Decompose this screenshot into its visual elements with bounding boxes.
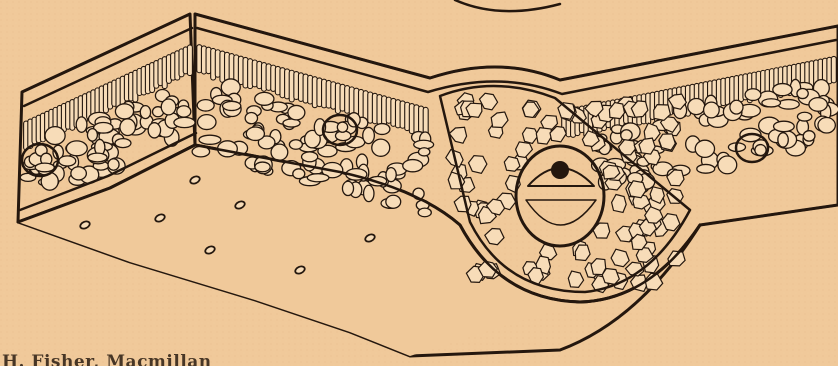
spongy-cell bbox=[386, 195, 401, 208]
spongy-cell bbox=[697, 164, 715, 173]
spongy-cell bbox=[71, 167, 87, 180]
spongy-cell bbox=[803, 131, 815, 141]
spongy-cell bbox=[161, 99, 176, 115]
spongy-cell bbox=[797, 88, 808, 98]
spongy-cell bbox=[45, 127, 65, 145]
spongy-cell bbox=[148, 123, 160, 138]
spongy-cell bbox=[418, 208, 431, 217]
spongy-cell bbox=[140, 106, 150, 119]
spongy-cell bbox=[59, 156, 76, 166]
spongy-cell bbox=[198, 115, 216, 130]
spongy-cell bbox=[342, 181, 353, 195]
spongy-cell bbox=[221, 79, 240, 96]
spongy-cell bbox=[730, 100, 743, 114]
spongy-cell bbox=[76, 117, 87, 132]
spongy-cell bbox=[87, 129, 97, 142]
spongy-cell bbox=[307, 174, 329, 182]
spongy-cell bbox=[762, 99, 781, 107]
spongy-cell bbox=[337, 122, 347, 132]
spongy-cell bbox=[245, 112, 257, 123]
spongy-cell bbox=[386, 168, 396, 182]
spongy-cell bbox=[222, 101, 240, 110]
midrib-cell bbox=[575, 245, 590, 261]
spongy-cell bbox=[809, 98, 827, 112]
spongy-cell bbox=[403, 160, 423, 172]
spongy-cell bbox=[363, 127, 375, 143]
palisade-cell bbox=[187, 45, 192, 76]
spongy-cell bbox=[773, 84, 792, 96]
spongy-cell bbox=[374, 124, 390, 135]
spongy-cell bbox=[199, 135, 221, 144]
spongy-cell bbox=[35, 163, 54, 172]
spongy-cell bbox=[174, 117, 195, 127]
spongy-cell bbox=[108, 159, 119, 171]
spongy-cell bbox=[177, 106, 191, 117]
spongy-cell bbox=[88, 153, 107, 162]
figure-caption: H. Fisher, Macmillan bbox=[2, 352, 212, 366]
spongy-cell bbox=[115, 139, 131, 148]
spongy-cell bbox=[774, 121, 795, 131]
spongy-cell bbox=[704, 102, 720, 118]
spongy-cell bbox=[197, 100, 214, 111]
spongy-cell bbox=[778, 133, 788, 147]
spongy-cell bbox=[120, 119, 136, 136]
spongy-cell bbox=[246, 127, 264, 140]
spongy-cell bbox=[372, 139, 390, 156]
palisade-cell bbox=[831, 56, 836, 82]
midrib-cell bbox=[504, 157, 520, 172]
spongy-cell bbox=[66, 141, 87, 156]
spongy-cell bbox=[288, 105, 305, 119]
spongy-cell bbox=[797, 112, 811, 121]
midrib-cell bbox=[628, 181, 646, 198]
spongy-cell bbox=[755, 145, 766, 156]
spongy-cell bbox=[255, 92, 274, 105]
spongy-cell bbox=[418, 148, 429, 156]
spongy-cell bbox=[255, 162, 270, 172]
spongy-cell bbox=[115, 104, 133, 119]
spongy-cell bbox=[302, 152, 318, 162]
midrib-cell bbox=[659, 134, 675, 150]
spongy-cell bbox=[778, 100, 799, 110]
spongy-cell bbox=[818, 118, 835, 133]
spongy-cell bbox=[289, 140, 302, 149]
spongy-cell bbox=[745, 89, 761, 101]
spongy-cell bbox=[695, 140, 714, 157]
spongy-cell bbox=[621, 130, 632, 141]
spongy-cell bbox=[688, 98, 705, 114]
spongy-cell bbox=[718, 156, 737, 174]
spongy-cell bbox=[364, 185, 374, 201]
midrib-cell bbox=[611, 249, 629, 267]
